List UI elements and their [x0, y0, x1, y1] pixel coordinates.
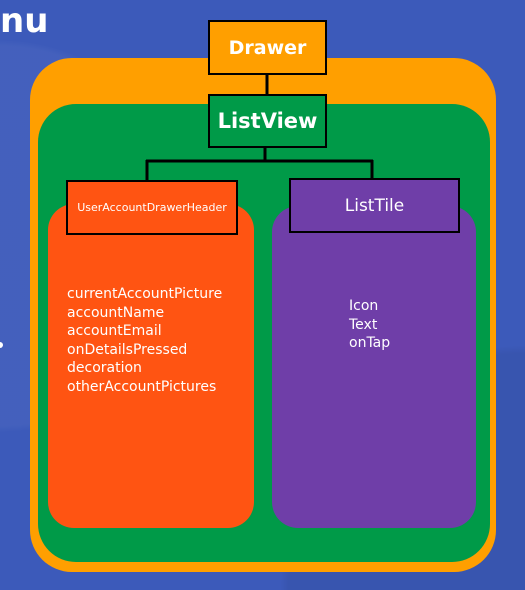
property-item: onTap	[349, 335, 391, 351]
list-tile-node: ListTile	[289, 178, 460, 233]
user-account-drawer-header-properties: currentAccountPicture accountName accoun…	[67, 285, 222, 396]
listview-node-label: ListView	[217, 109, 318, 133]
property-item: Icon	[349, 298, 379, 314]
user-account-drawer-header-container	[48, 204, 254, 528]
property-item: accountEmail	[67, 323, 162, 339]
property-item: accountName	[67, 304, 165, 321]
drawer-node: Drawer	[208, 20, 327, 75]
list-tile-properties: Icon Text onTap	[349, 297, 390, 353]
drawer-node-label: Drawer	[228, 36, 307, 59]
property-item: onDetailsPressed	[67, 341, 188, 358]
user-account-drawer-header-node-label: UserAccountDrawerHeader	[77, 201, 227, 214]
listview-node: ListView	[208, 94, 327, 148]
user-account-drawer-header-node: UserAccountDrawerHeader	[66, 180, 238, 235]
property-item: decoration	[67, 360, 142, 376]
property-item: Text	[349, 316, 378, 333]
list-tile-node-label: ListTile	[344, 195, 405, 216]
list-tile-container	[272, 206, 476, 528]
bullet-fragment	[0, 342, 3, 348]
slide-title-fragment: nu	[0, 1, 49, 41]
property-item: currentAccountPicture	[67, 286, 223, 302]
property-item: otherAccountPictures	[67, 378, 217, 395]
